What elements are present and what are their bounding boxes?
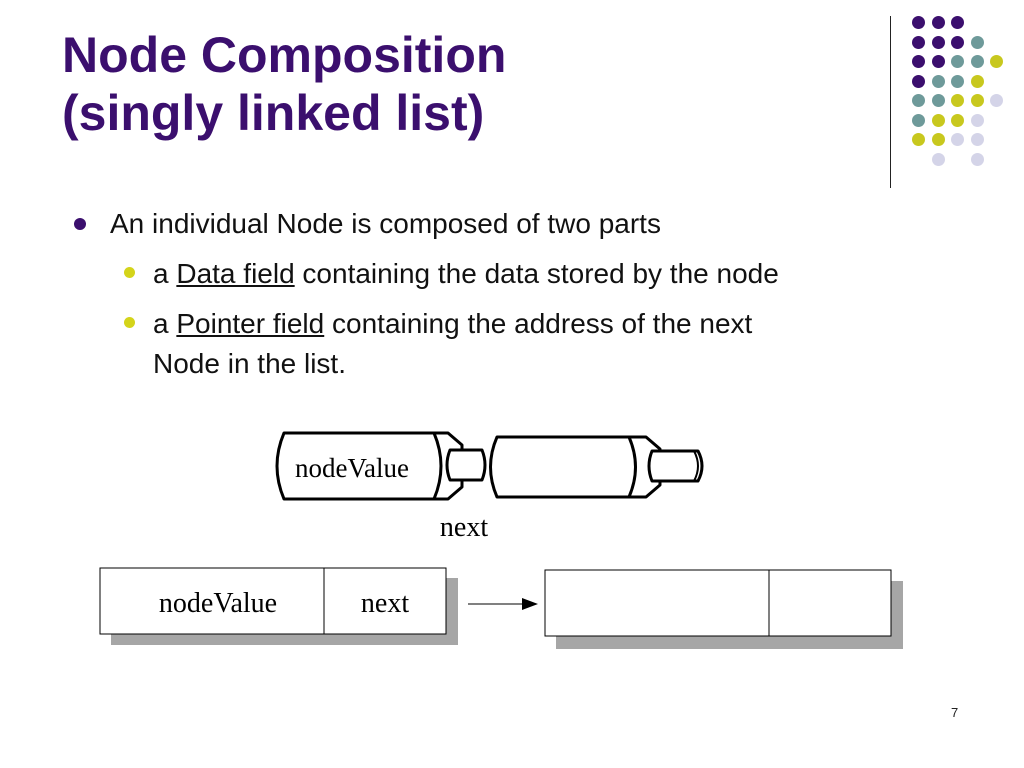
title-line-2: (singly linked list)	[62, 85, 485, 141]
box-pointer-label: next	[361, 588, 409, 619]
decorative-dot	[931, 55, 945, 68]
decorative-dot	[970, 74, 984, 88]
decorative-dot	[990, 55, 1003, 68]
decorative-dot	[912, 113, 925, 127]
bullet-data-field-prefix: a	[153, 258, 177, 289]
decorative-dot	[912, 35, 925, 49]
decorative-dot	[951, 133, 964, 146]
decorative-dot	[912, 55, 925, 68]
decorative-dot	[970, 94, 984, 107]
decorative-dot	[931, 94, 945, 107]
decorative-dot	[951, 74, 964, 88]
title-line-1: Node Composition	[62, 27, 507, 83]
pointer-arrowhead	[522, 598, 538, 610]
bullet-pointer-field-rest: containing the address of the next	[324, 308, 753, 339]
cylinder-connector-1	[445, 448, 487, 482]
data-field-term: Data field	[176, 258, 295, 289]
box-node-1-frame	[99, 567, 447, 635]
cylinder-node-2	[489, 435, 662, 499]
connector-1-shape	[445, 448, 487, 482]
decorative-dot	[931, 16, 945, 29]
box-node-2-frame	[544, 569, 892, 637]
decorative-dot	[970, 35, 984, 49]
decorative-dot	[931, 133, 945, 146]
cylinder-value-label: nodeValue	[295, 453, 409, 483]
decorative-dot	[931, 113, 945, 127]
bullet-pointer-field: a Pointer field containing the address o…	[153, 306, 752, 342]
decorative-dot	[951, 113, 964, 127]
decorative-dot	[951, 55, 964, 68]
decorative-divider	[890, 16, 891, 188]
decorative-dot	[951, 94, 964, 107]
box-node-1: nodeValue next	[99, 567, 458, 645]
decorative-dot	[990, 94, 1003, 107]
decorative-dot	[970, 133, 984, 146]
cylinder-node-2-band	[627, 436, 637, 498]
pointer-arrow	[468, 598, 538, 610]
connector-2-shape	[647, 449, 704, 483]
decorative-dot	[931, 74, 945, 88]
cylinder-pointer-label: next	[440, 512, 488, 543]
bullet-data-field-rest: containing the data stored by the node	[294, 258, 779, 289]
decorative-dot	[951, 35, 964, 49]
page-number: 7	[951, 705, 959, 720]
decorative-dot	[970, 152, 984, 166]
sub-bullet-dot	[124, 317, 135, 328]
bullet-dot	[74, 218, 86, 230]
bullet-main: An individual Node is composed of two pa…	[110, 208, 661, 239]
bullet-pointer-field-continued: Node in the list.	[153, 348, 346, 379]
cylinder-connector-2	[647, 449, 704, 483]
connector-2-cap	[693, 450, 699, 482]
decorative-dot	[912, 74, 925, 88]
bullet-pointer-field-prefix: a	[153, 308, 177, 339]
slide-title: Node Composition (singly linked list)	[62, 26, 506, 142]
decorative-dot	[912, 16, 925, 29]
bullet-data-field: a Data field containing the data stored …	[153, 256, 779, 292]
decorative-dot	[951, 16, 964, 29]
box-node-2	[544, 569, 903, 649]
decorative-dot	[931, 35, 945, 49]
sub-bullet-dot	[124, 267, 135, 278]
cylinder-node-1: nodeValue	[275, 431, 464, 501]
box-value-label: nodeValue	[159, 588, 277, 619]
decorative-dot	[970, 113, 984, 127]
pointer-field-term: Pointer field	[176, 308, 325, 339]
cylinder-node-1-band	[432, 432, 443, 500]
decorative-dot	[931, 152, 945, 166]
decorative-dot	[970, 55, 984, 68]
decorative-dot	[912, 94, 925, 107]
decorative-dot	[912, 133, 925, 146]
